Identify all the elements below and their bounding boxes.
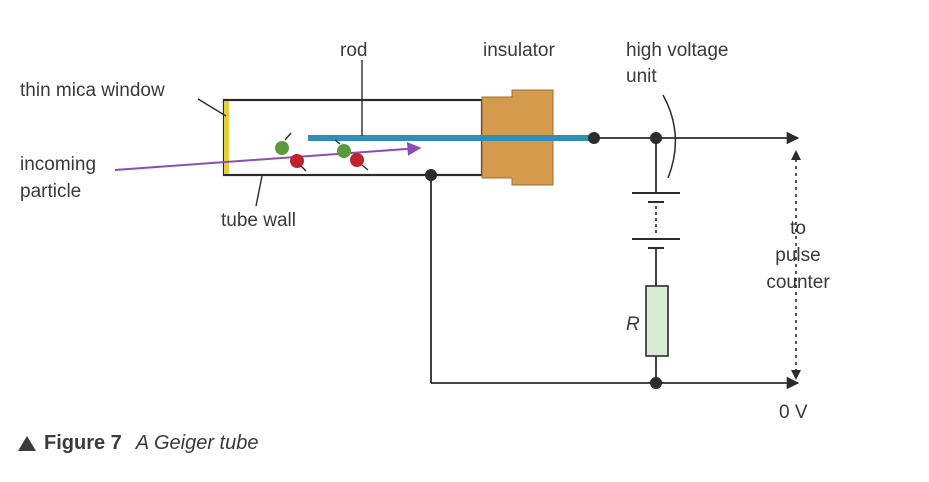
ion-red-2-trail [361, 164, 369, 171]
label-to: to [790, 218, 806, 239]
ion-green-2 [337, 144, 351, 158]
label-unit: unit [626, 66, 657, 87]
leader-mica [197, 98, 227, 117]
particle-track [114, 141, 422, 171]
output-arrowhead-down [791, 370, 801, 380]
caption-title: A Geiger tube [135, 432, 259, 454]
junction-dot-ground [650, 377, 662, 389]
label-tube-wall: tube wall [221, 210, 296, 231]
label-insulator: insulator [483, 40, 555, 61]
label-resistor: R [626, 314, 640, 335]
junction-dot-top [650, 132, 662, 144]
label-particle: particle [20, 181, 81, 202]
caption-figure-number: Figure 7 [44, 432, 122, 454]
resistor [645, 285, 669, 357]
label-counter: counter [766, 272, 830, 293]
high-voltage-bracket [662, 94, 677, 179]
junction-dot-rod [588, 132, 600, 144]
ion-red-1-trail [300, 165, 307, 172]
leader-tube-wall [255, 175, 263, 207]
label-high-voltage: high voltage [626, 40, 728, 61]
label-incoming: incoming [20, 154, 96, 175]
geiger-tube-diagram: rod insulator high voltage unit thin mic… [20, 40, 830, 423]
caption-triangle-icon [18, 436, 36, 451]
junction-dot-tube-wall [425, 169, 437, 181]
label-zero-volt: 0 V [779, 402, 808, 423]
label-rod: rod [340, 40, 367, 61]
output-arrowhead-up [791, 150, 801, 160]
mica-window [224, 101, 229, 174]
ion-green-1 [275, 141, 289, 155]
label-pulse: pulse [775, 245, 820, 266]
ion-red-1 [290, 154, 304, 168]
figure-caption: Figure 7 A Geiger tube [18, 432, 258, 455]
label-mica-window: thin mica window [20, 80, 165, 101]
ion-red-2 [350, 153, 364, 167]
ion-green-1-trail [284, 132, 292, 141]
central-rod [308, 135, 593, 141]
ion-green-2-trail [334, 139, 341, 145]
